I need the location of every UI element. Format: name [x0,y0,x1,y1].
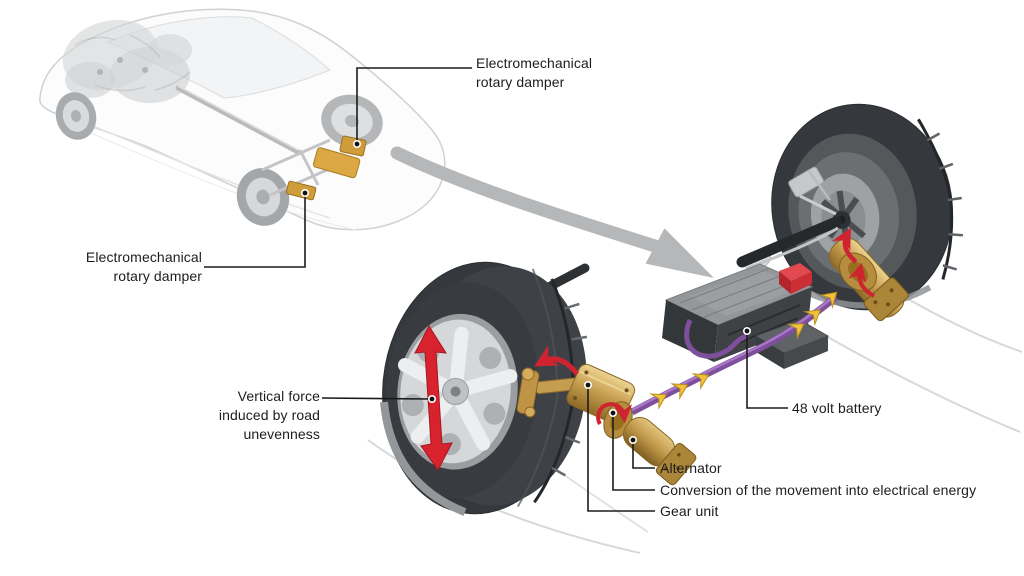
label-gear-unit: Gear unit [660,503,719,519]
leader-damper-rear [204,196,306,268]
power-cables [546,285,843,421]
leader-dots [300,140,751,444]
car-far-wheel [321,94,383,148]
label-vertical-force: Vertical force induced by road unevennes… [218,388,320,442]
flow-arrow [390,146,714,278]
leader-lines [204,67,788,512]
left-wheel [380,261,590,516]
leader-vertical-force [321,397,431,400]
driveshaft [175,85,301,155]
label-alternator: Alternator [660,460,722,476]
battery-connector [779,263,812,294]
brake-caliper [788,166,837,216]
wheel-link [516,367,540,418]
leader-damper-top [356,67,472,142]
car-illustration [39,8,446,231]
trailing-arm [736,216,842,268]
car-front-wheel [55,92,97,140]
leader-gear-unit [587,387,655,512]
engine [62,19,192,103]
right-wheel [736,103,964,311]
label-battery: 48 volt battery [792,400,882,416]
label-rotary-damper-rear: Electromechanical rotary damper [85,249,202,284]
leader-alternator [632,442,655,469]
label-conversion: Conversion of the movement into electric… [660,482,977,498]
leader-battery [746,333,788,409]
car-rear-wheel [236,168,290,226]
label-rotary-damper-top: Electromechanical rotary damper [476,55,593,90]
gear-unit-assembly [516,345,697,486]
leader-conversion [612,415,655,491]
right-damper-assembly [829,227,909,322]
